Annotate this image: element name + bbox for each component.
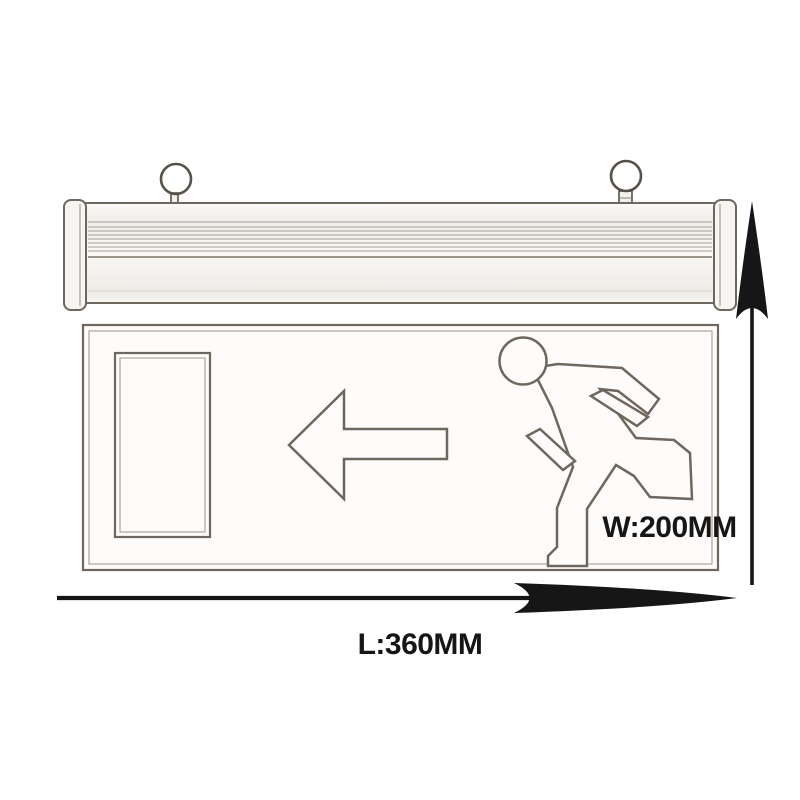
length-dimension-arrow <box>57 583 737 613</box>
running-man-icon <box>498 336 694 568</box>
width-dimension-arrow <box>736 201 768 585</box>
exit-door-icon <box>113 351 212 539</box>
running-man-head <box>498 336 548 386</box>
running-man-rear-arm-lower <box>524 427 577 472</box>
running-man-rear-arm-upper <box>588 388 651 428</box>
bar-striations <box>88 221 712 292</box>
bar-endcap-right <box>713 199 737 311</box>
hanging-ring-left <box>159 162 193 208</box>
arrow-up-head <box>736 201 768 319</box>
bar-endcap-left <box>63 199 87 311</box>
arrow-right-head <box>514 583 737 613</box>
hanging-ring-right <box>609 159 643 209</box>
arrow-left-icon <box>287 388 449 502</box>
length-dimension-label: L:360MM <box>357 628 483 661</box>
running-man-body <box>530 362 694 568</box>
led-fixture-bar <box>63 199 737 311</box>
width-dimension-label: W:200MM <box>602 511 737 544</box>
